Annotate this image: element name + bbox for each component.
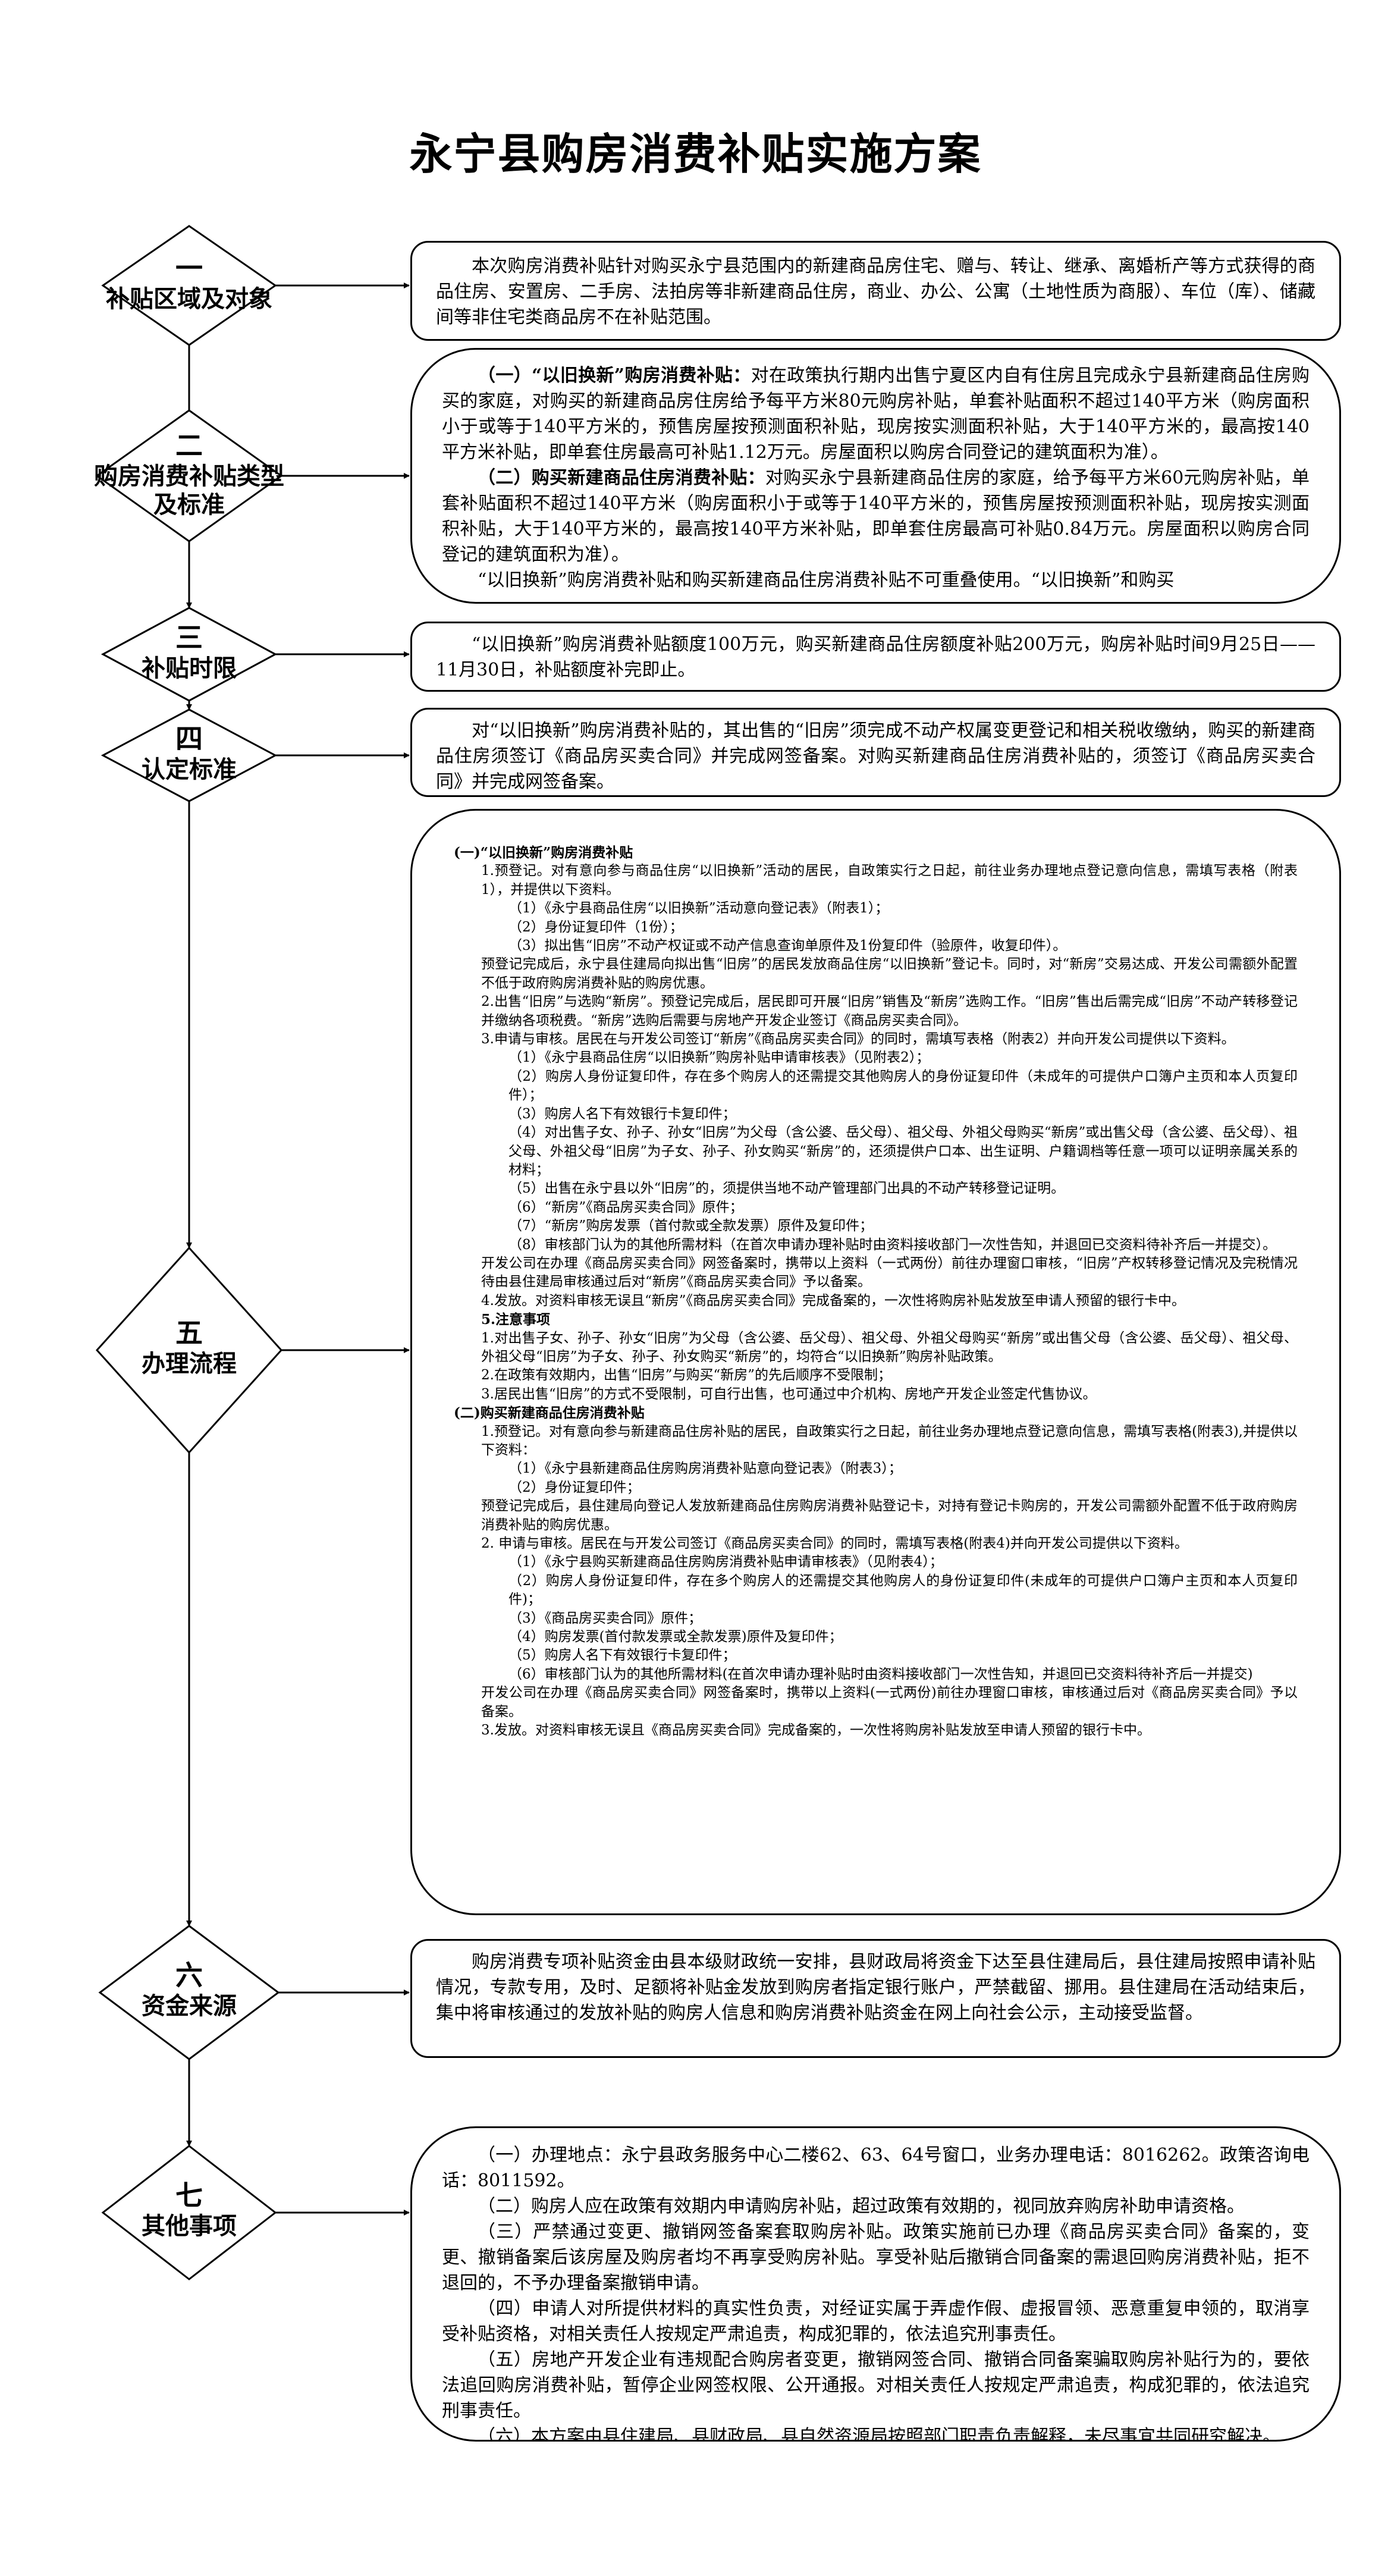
section-2-para-2-body: 对购买永宁县新建商品住房的家庭，给予每平方米60元购房补贴，单套补贴面积不超过1… xyxy=(442,467,1310,565)
diamond-7 xyxy=(101,2145,277,2280)
section-5-line: (一)“以旧换新”购房消费补贴 xyxy=(454,845,633,861)
section-number: 七 xyxy=(175,2179,203,2211)
section-label: 认定标准 xyxy=(142,756,237,784)
section-3-box: “以旧换新”购房消费补贴额度100万元，购买新建商品住房额度补贴200万元，购房… xyxy=(410,622,1341,692)
section-5-line: 预登记完成后，永宁县住建局向拟出售“旧房”的居民发放商品住房“以旧换新”登记卡。… xyxy=(481,956,1298,991)
section-5-line: （4）购房发票(首付款发票或全款发票)原件及复印件； xyxy=(508,1629,843,1645)
section-5-line: 2.出售“旧房”与选购“新房”。预登记完成后，居民即可开展“旧房”销售及“新房”… xyxy=(481,994,1298,1028)
section-5-line: （1）《永宁县新建商品住房购房消费补贴意向登记表》（附表3）； xyxy=(508,1461,902,1477)
section-5-box: (一)“以旧换新”购房消费补贴 1.预登记。对有意向参与商品住房“以旧换新”活动的… xyxy=(410,809,1341,1915)
diamond-4 xyxy=(101,708,278,802)
section-1-text: 本次购房消费补贴针对购买永宁县范围内的新建商品房住宅、赠与、转让、继承、离婚析产… xyxy=(436,256,1315,328)
section-5-line: 开发公司在办理《商品房买卖合同》网签备案时，携带以上资料（一式两份）前往办理窗口… xyxy=(481,1255,1298,1290)
section-number: 五 xyxy=(175,1317,203,1349)
section-5-line: （1）《永宁县商品住房“以旧换新”购房补贴申请审核表》（见附表2）； xyxy=(508,1050,930,1066)
section-5-line: 3.发放。对资料审核无误且《商品房买卖合同》完成备案的，一次性将购房补贴发放至申… xyxy=(481,1722,1151,1739)
section-5-line: （5）购房人名下有效银行卡复印件； xyxy=(508,1648,736,1664)
section-5-line: （2）身份证复印件； xyxy=(508,1479,640,1495)
section-4-text: 对“以旧换新”购房消费补贴的，其出售的“旧房”须完成不动产权属变更登记和相关税收… xyxy=(436,720,1315,792)
section-5-line: 1.对出售子女、孙子、孙女“旧房”为父母（含公婆、岳父母）、祖父母、外祖父母购买… xyxy=(481,1330,1298,1364)
diamond-label-4: 四 认定标准 xyxy=(100,723,278,784)
section-5-line: 预登记完成后，县住建局向登记人发放新建商品住房购房消费补贴登记卡，对持有登记卡购… xyxy=(481,1498,1298,1533)
section-label: 补贴时限 xyxy=(142,655,237,683)
section-5-line: （7）“新房”购房发票（首付款或全款发票）原件及复印件； xyxy=(508,1218,874,1234)
section-5-line: 2.在政策有效期内，出售“旧房”与购买“新房”的先后顺序不受限制； xyxy=(481,1367,891,1383)
section-number: 三 xyxy=(175,622,203,654)
diamond-label-5: 五 办理流程 xyxy=(100,1317,278,1378)
section-5-line: 5.注意事项 xyxy=(481,1311,551,1328)
diamond-label-3: 三 补贴时限 xyxy=(100,622,278,683)
section-7-para: （四）申请人对所提供材料的真实性负责，对经证实属于弄虚作假、虚报冒领、恶意重复申… xyxy=(442,2298,1310,2345)
diamond-5 xyxy=(95,1246,283,1454)
section-5-line: （1）《永宁县购买新建商品住房购房消费补贴申请审核表》（见附表4）； xyxy=(508,1554,943,1570)
section-label: 资金来源 xyxy=(142,1993,237,2020)
diamond-label-1: 一 补贴区域及对象 xyxy=(100,252,278,313)
section-5-line: 1.预登记。对有意向参与商品住房“以旧换新”活动的居民，自政策实行之日起，前往业… xyxy=(481,863,1298,898)
section-label: 及标准 xyxy=(153,491,225,519)
section-5-line: （3）《商品房买卖合同》原件； xyxy=(508,1610,702,1626)
section-number: 六 xyxy=(175,1959,203,1991)
section-label: 补贴区域及对象 xyxy=(106,285,272,313)
section-5-line: 1.预登记。对有意向参与新建商品住房补贴的居民，自政策实行之日起，前往业务办理地… xyxy=(481,1423,1298,1458)
diamond-label-2: 二 购房消费补贴类型 及标准 xyxy=(82,429,296,519)
section-2-para-1-head: （一）“以旧换新”购房消费补贴： xyxy=(478,365,751,386)
section-number: 二 xyxy=(175,429,203,462)
section-label: 购房消费补贴类型 xyxy=(94,463,284,491)
section-2-box: （一）“以旧换新”购房消费补贴：对在政策执行期内出售宁夏区内自有住房且完成永宁县… xyxy=(410,348,1341,604)
section-5-line: （3）购房人名下有效银行卡复印件； xyxy=(508,1106,736,1122)
section-7-para: （五）房地产开发企业有违规配合购房者变更，撤销网签合同、撤销合同备案骗取购房补贴… xyxy=(442,2349,1310,2421)
section-5-line: （2）身份证复印件（1份）； xyxy=(508,919,683,935)
section-number: 一 xyxy=(175,252,203,284)
section-label: 其他事项 xyxy=(142,2213,237,2241)
section-5-line: （6）“新房”《商品房买卖合同》原件； xyxy=(508,1199,743,1215)
section-7-para: （三）严禁通过变更、撤销网签备案套取购房补贴。政策实施前已办理《商品房买卖合同》… xyxy=(442,2222,1310,2293)
section-2-para-2-head: （二）购买新建商品住房消费补贴： xyxy=(478,467,765,488)
section-5-line: 4.发放。对资料审核无误且“新房”《商品房买卖合同》完成备案的，一次性将购房补贴… xyxy=(481,1292,1185,1309)
section-5-line: （6）审核部门认为的其他所需材料(在首次申请办理补贴时由资料接收部门一次性告知，… xyxy=(508,1666,1253,1682)
diamond-label-6: 六 资金来源 xyxy=(100,1959,278,2020)
section-5-line: （5）出售在永宁县以外“旧房”的，须提供当地不动产管理部门出具的不动产转移登记证… xyxy=(508,1181,1065,1197)
section-5-line: 3.居民出售“旧房”的方式不受限制，可自行出售，也可通过中介机构、房地产开发企业… xyxy=(481,1386,1097,1402)
section-7-para: （一）办理地点：永宁县政务服务中心二楼62、63、64号窗口，业务办理电话：80… xyxy=(442,2145,1310,2191)
section-7-box: （一）办理地点：永宁县政务服务中心二楼62、63、64号窗口，业务办理电话：80… xyxy=(410,2126,1341,2442)
section-4-box: 对“以旧换新”购房消费补贴的，其出售的“旧房”须完成不动产权属变更登记和相关税收… xyxy=(410,708,1341,797)
section-5-line: （8）审核部门认为的其他所需材料（在首次申请办理补贴时由资料接收部门一次性告知，… xyxy=(508,1237,1277,1253)
section-5-line: （3）拟出售“旧房”不动产权证或不动产信息查询单原件及1份复印件（验原件，收复印… xyxy=(508,938,1067,954)
section-2-para-3: “以旧换新”购房消费补贴和购买新建商品住房消费补贴不可重叠使用。“以旧换新”和购… xyxy=(478,570,1175,591)
page-title: 永宁县购房消费补贴实施方案 xyxy=(409,129,982,179)
section-5-line: （4）对出售子女、孙子、孙女“旧房”为父母（含公婆、岳父母）、祖父母、外祖父母购… xyxy=(508,1125,1298,1178)
section-number: 四 xyxy=(175,723,203,755)
diamond-label-7: 七 其他事项 xyxy=(100,2179,278,2241)
section-5-line: （2）购房人身份证复印件，存在多个购房人的还需提交其他购房人的身份证复印件（未成… xyxy=(508,1068,1298,1103)
section-2-para-2: （二）购买新建商品住房消费补贴：对购买永宁县新建商品住房的家庭，给予每平方米60… xyxy=(442,465,1310,567)
section-6-box: 购房消费专项补贴资金由县本级财政统一安排，县财政局将资金下达至县住建局后，县住建… xyxy=(410,1939,1341,2058)
diamond-6 xyxy=(98,1925,280,2060)
diamond-2 xyxy=(95,409,283,542)
section-7-para: （六）本方案由县住建局、县财政局、县自然资源局按照部门职责负责解释，未尽事宜共同… xyxy=(478,2426,1280,2442)
section-6-text: 购房消费专项补贴资金由县本级财政统一安排，县财政局将资金下达至县住建局后，县住建… xyxy=(436,1951,1315,2023)
section-5-line: （2）购房人身份证复印件，存在多个购房人的还需提交其他购房人的身份证复印件(未成… xyxy=(508,1573,1298,1608)
section-5-line: (二)购买新建商品住房消费补贴 xyxy=(454,1405,645,1422)
section-5-line: 2. 申请与审核。居民在与开发公司签订《商品房买卖合同》的同时，需填写表格(附表… xyxy=(481,1536,1188,1552)
section-2-para-1-body: 对在政策执行期内出售宁夏区内自有住房且完成永宁县新建商品住房购买的家庭，对购买的… xyxy=(442,365,1310,463)
section-label: 办理流程 xyxy=(142,1350,237,1378)
section-5-line: （1）《永宁县商品住房“以旧换新”活动意向登记表》（附表1）； xyxy=(508,900,889,917)
section-5-line: 开发公司在办理《商品房买卖合同》网签备案时，携带以上资料(一式两份)前往办理窗口… xyxy=(481,1685,1298,1720)
section-1-box: 本次购房消费补贴针对购买永宁县范围内的新建商品房住宅、赠与、转让、继承、离婚析产… xyxy=(410,241,1341,341)
diamond-3 xyxy=(101,607,278,702)
section-3-text: “以旧换新”购房消费补贴额度100万元，购买新建商品住房额度补贴200万元，购房… xyxy=(436,634,1315,680)
diamond-1 xyxy=(101,225,277,346)
section-7-para: （二）购房人应在政策有效期内申请购房补贴，超过政策有效期的，视同放弃购房补助申请… xyxy=(478,2196,1245,2217)
section-2-para-1: （一）“以旧换新”购房消费补贴：对在政策执行期内出售宁夏区内自有住房且完成永宁县… xyxy=(442,363,1310,465)
section-5-line: 3.申请与审核。居民在与开发公司签订“新房”《商品房买卖合同》的同时，需填写表格… xyxy=(481,1031,1235,1047)
